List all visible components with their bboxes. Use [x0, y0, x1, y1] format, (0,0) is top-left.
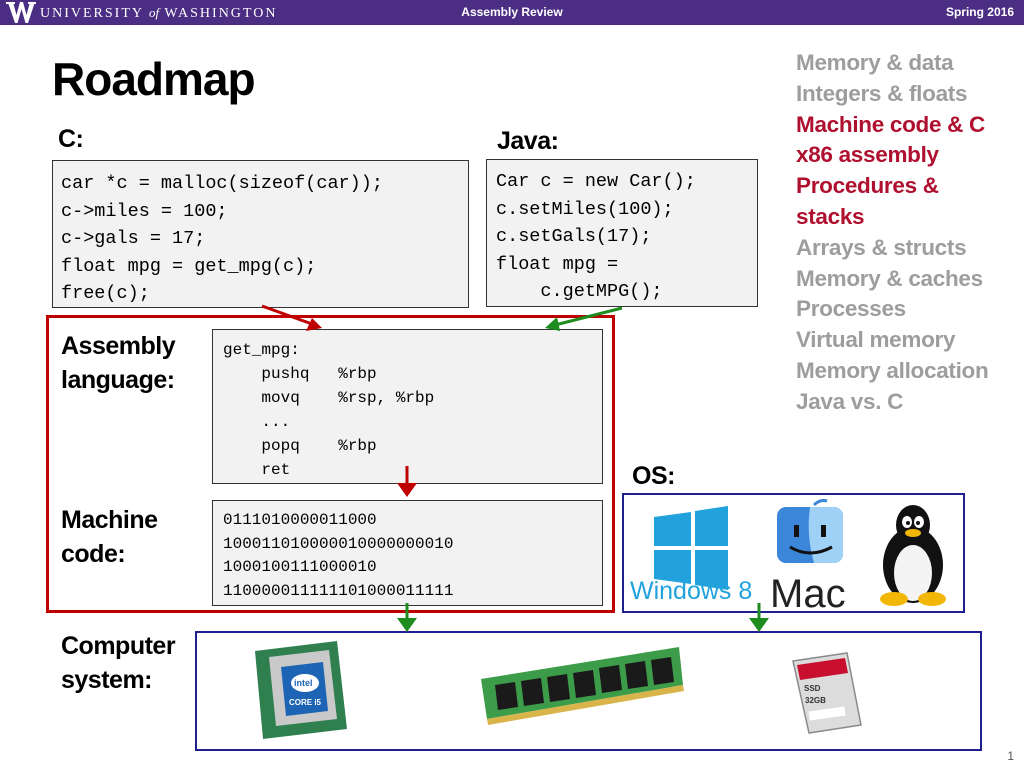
code-line: c.setGals(17);	[496, 226, 652, 247]
windows-logo-icon	[654, 506, 728, 590]
slide-title: Roadmap	[52, 53, 256, 105]
page-number: 1	[1007, 749, 1014, 763]
ssd-drive-icon: SSD 32GB	[792, 652, 862, 734]
arrow-os-to-hardware	[749, 603, 769, 632]
code-line: movq %rsp, %rbp	[223, 389, 435, 407]
ssd-label-text: SSD	[804, 684, 821, 693]
os-heading: OS:	[632, 462, 675, 490]
computer-heading-line2: system:	[61, 666, 153, 694]
c-heading: C:	[58, 125, 84, 153]
ssd-capacity-text: 32GB	[805, 696, 826, 705]
code-line: 1000100111000010	[223, 558, 377, 576]
code-line: free(c);	[61, 283, 150, 304]
assembly-heading-line1: Assembly	[61, 332, 176, 360]
java-code-box: Car c = new Car(); c.setMiles(100); c.setG…	[486, 159, 758, 307]
code-line: c->gals = 17;	[61, 228, 206, 249]
arrow-machine-to-hardware	[397, 603, 417, 632]
code-line: car *c = malloc(sizeof(car));	[61, 173, 383, 194]
course-title: Assembly Review	[461, 5, 563, 19]
machine-heading-line1: Machine	[61, 506, 158, 534]
roadmap-topic: Arrays & structs	[796, 234, 967, 260]
arrow-java-to-bytecode	[545, 306, 623, 331]
compiled-output-frame	[46, 315, 615, 613]
cpu-model-text: CORE i5	[289, 698, 322, 707]
computer-system-heading: Computer system:	[61, 629, 176, 697]
roadmap-topic: Memory & caches	[796, 265, 983, 291]
uw-w-logo-icon	[6, 2, 36, 23]
code-line: c->miles = 100;	[61, 200, 228, 222]
arrow-c-to-assembly	[261, 304, 322, 331]
code-line: 100011010000010000000010	[223, 534, 454, 553]
roadmap-topic: x86 assembly	[796, 142, 939, 168]
code-line: get_mpg:	[223, 341, 300, 359]
mac-finder-icon	[777, 499, 843, 563]
cpu-chip-icon: intel CORE i5	[255, 641, 347, 739]
code-line: ret	[223, 461, 291, 479]
university-word: UNIVERSITY	[40, 6, 144, 21]
roadmap-topic: Procedures &	[796, 173, 939, 199]
code-line: 110000011111101000011111	[223, 581, 454, 600]
assembly-heading-line2: language:	[61, 366, 175, 394]
roadmap-topic: Integers & floats	[796, 80, 968, 106]
machine-code-heading: Machine code:	[61, 503, 158, 571]
linux-tux-icon	[880, 505, 946, 606]
code-line: popq %rbp	[223, 437, 377, 455]
machine-heading-line2: code:	[61, 540, 126, 568]
code-line: ...	[223, 413, 291, 431]
university-of: of	[148, 5, 160, 20]
code-line: 0111010000011000	[223, 511, 377, 529]
assembly-code-box: get_mpg: pushq %rbp movq %rsp, %rbp ... …	[212, 329, 603, 484]
roadmap-topic: Virtual memory	[796, 327, 956, 353]
computer-heading-line1: Computer	[61, 632, 176, 660]
java-heading: Java:	[497, 127, 559, 155]
roadmap-topic: Processes	[796, 296, 906, 322]
header-bar: UNIVERSITY of WASHINGTON Assembly Review…	[0, 0, 1024, 25]
code-line: c.getMPG();	[496, 281, 663, 302]
term-label: Spring 2016	[945, 5, 1014, 19]
mac-logo-text: Mac	[770, 572, 846, 611]
machine-code-box: 0111010000011000 100011010000010000000010…	[212, 500, 603, 606]
code-line: Car c = new Car();	[496, 171, 696, 192]
code-line: pushq %rbp	[223, 365, 377, 383]
university-name: UNIVERSITY of WASHINGTON	[40, 5, 277, 22]
assembly-heading: Assembly language:	[61, 329, 176, 397]
hardware-box: intel CORE i5 SSD 32GB	[195, 631, 982, 751]
c-code-box: car *c = malloc(sizeof(car)); c->miles = …	[52, 160, 469, 308]
roadmap-topic: Memory & data	[796, 50, 954, 75]
arrow-assembly-to-machine	[397, 466, 417, 497]
roadmap-topic: stacks	[796, 203, 865, 229]
os-logos-box: Windows 8 Mac	[622, 493, 965, 613]
code-line: c.setMiles(100);	[496, 198, 674, 220]
university-place: WASHINGTON	[164, 6, 278, 21]
code-line: float mpg = get_mpg(c);	[61, 255, 317, 277]
ram-module-icon	[481, 647, 684, 725]
cpu-brand-text: intel	[294, 678, 313, 688]
windows-logo-text: Windows 8	[630, 577, 752, 605]
roadmap-topic: Machine code & C	[796, 111, 985, 137]
roadmap-topic: Java vs. C	[796, 388, 904, 414]
code-line: float mpg =	[496, 253, 619, 275]
roadmap-topic: Memory allocation	[796, 357, 989, 383]
